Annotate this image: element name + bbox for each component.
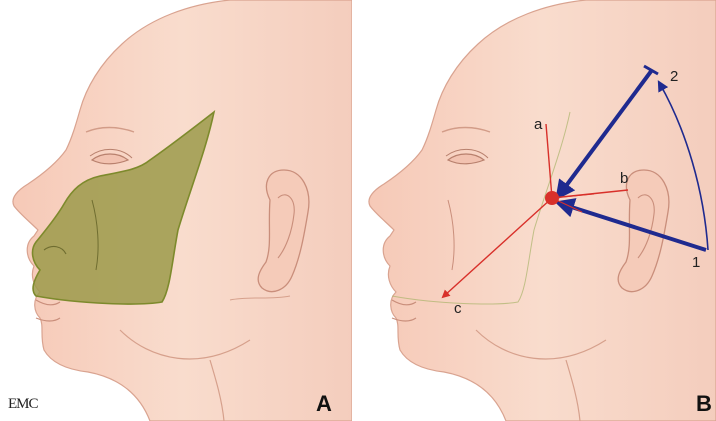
arrow-2-label: 2: [670, 68, 678, 85]
publisher-logo: EMC: [8, 396, 38, 413]
panel-a-label: A: [316, 391, 332, 417]
face-profile-a-icon: [0, 0, 352, 421]
panel-b: a b c 1 2 B: [356, 0, 716, 421]
vector-a-label: a: [534, 116, 542, 133]
panel-a: EMC A: [0, 0, 352, 421]
face-profile-b-icon: [356, 0, 716, 421]
panel-b-label: B: [696, 391, 712, 417]
vector-c-label: c: [454, 300, 462, 317]
arrow-1-label: 1: [692, 254, 700, 271]
center-point-icon: [545, 191, 559, 205]
vector-b-label: b: [620, 170, 628, 187]
